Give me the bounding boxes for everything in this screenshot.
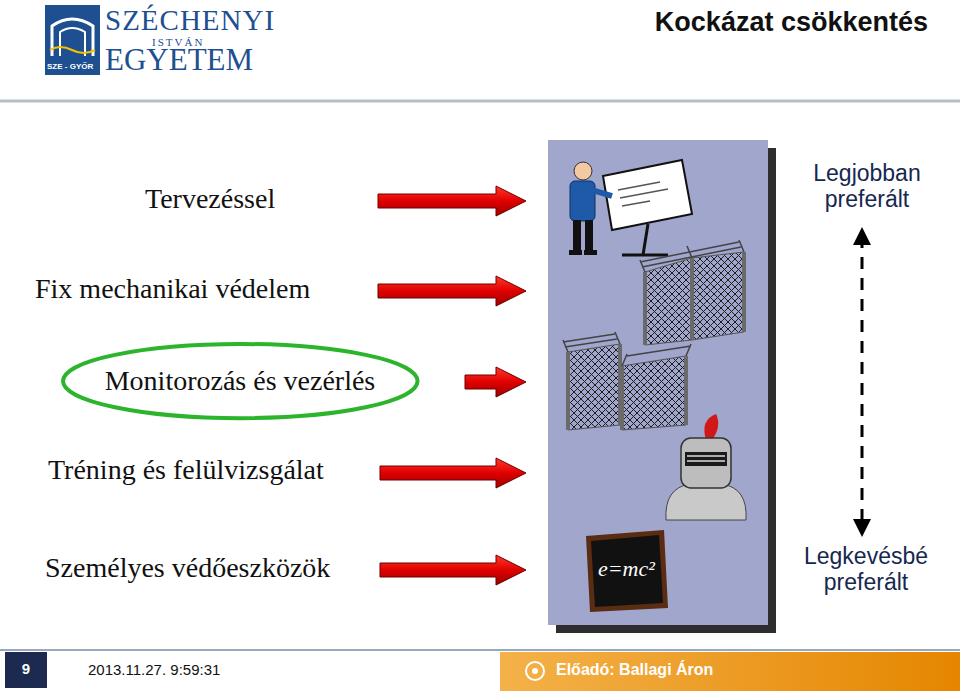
knight-visor xyxy=(685,452,727,466)
logo-text: EGYETEM xyxy=(105,42,253,78)
header-rule xyxy=(0,100,960,103)
drafting-board xyxy=(603,160,692,230)
measure-label: Tréning és felülvizsgálat xyxy=(48,454,324,486)
barbed-wire xyxy=(640,240,744,272)
highlight-ellipse: Monitorozás és vezérlés xyxy=(60,341,421,421)
slide-title: Kockázat csökkentés xyxy=(540,7,928,38)
red-arrow xyxy=(465,367,526,397)
red-arrow xyxy=(380,555,526,585)
red-arrows xyxy=(378,186,526,585)
scale-end-label: Legkevésbé preferált xyxy=(782,543,950,596)
red-arrow xyxy=(378,186,526,216)
red-arrow xyxy=(378,276,526,306)
measure-label: Tervezéssel xyxy=(145,183,275,215)
knight-plume xyxy=(704,414,718,440)
logo-wave xyxy=(50,47,95,53)
preference-arrow xyxy=(861,236,864,528)
illustration-panel xyxy=(548,140,768,625)
footer-logo-dot xyxy=(532,668,538,674)
visor-slits xyxy=(687,456,725,461)
board-lines xyxy=(618,182,668,206)
chalk-formula: e=mc² xyxy=(598,556,655,581)
fence-posts xyxy=(568,344,686,430)
fence-panel xyxy=(568,344,620,430)
chalkboard xyxy=(591,535,663,607)
fence-panel xyxy=(692,252,744,340)
logo-arch xyxy=(60,28,85,56)
designer-leg xyxy=(585,220,593,252)
fence-panel xyxy=(645,258,692,345)
chalkboard-frame xyxy=(586,530,668,612)
page-number: 9 xyxy=(5,660,47,677)
designer-shoe xyxy=(569,250,582,255)
footer-logo xyxy=(526,662,544,680)
designer-shoe xyxy=(584,250,597,255)
knight-helmet xyxy=(681,438,731,488)
scale-end-label: Legjobban preferált xyxy=(792,160,942,213)
designer-body xyxy=(570,181,595,221)
board-stand xyxy=(643,224,648,255)
fence-posts xyxy=(645,252,744,345)
measure-label: Személyes védőeszközök xyxy=(45,552,330,584)
barbed-wire xyxy=(563,332,691,366)
node-text: Monitorozás és vezérlés xyxy=(105,365,376,397)
board-foot xyxy=(622,254,668,257)
designer-arm xyxy=(592,190,612,196)
logo-caption: SZE - GYŐR xyxy=(47,62,93,71)
red-arrow xyxy=(380,458,526,488)
presenter-name: Előadó: Ballagi Áron xyxy=(556,661,713,679)
date-time: 2013.11.27. 9:59:31 xyxy=(88,661,220,678)
fence-panel xyxy=(622,356,686,430)
presenter-bar xyxy=(500,652,960,691)
footer-rule xyxy=(0,649,960,651)
logo-text: SZÉCHENYI xyxy=(105,4,275,37)
knight-shoulders xyxy=(666,484,746,520)
logo-square xyxy=(45,5,100,75)
ellipse-stroke xyxy=(63,344,418,418)
measure-label: Fix mechanikai védelem xyxy=(35,273,310,305)
designer-leg xyxy=(573,220,581,252)
designer-head xyxy=(574,162,592,180)
page-number-box xyxy=(5,652,47,688)
